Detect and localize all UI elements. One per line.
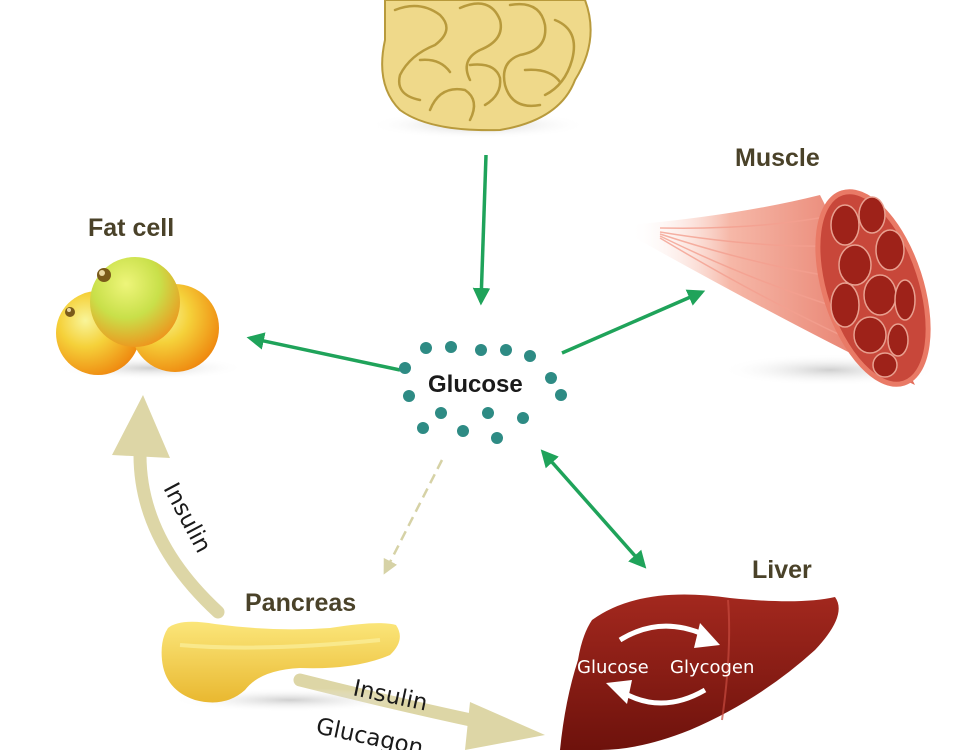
glucose-label: Glucose	[428, 371, 523, 398]
small-intestine-icon	[368, 0, 592, 139]
fat-cell-label: Fat cell	[88, 214, 174, 242]
pancreas-label: Pancreas	[245, 589, 356, 617]
liver-glycogen-label: Glycogen	[670, 657, 754, 678]
arrow-intestine-to-glucose	[472, 154, 491, 306]
glucose-dots	[399, 341, 567, 444]
arrow-glucose-liver-bidirectional	[540, 449, 647, 569]
glucose-glycogen-cycle-arrows	[618, 623, 707, 706]
pancreas-icon	[161, 621, 410, 712]
muscle-icon	[630, 189, 940, 387]
arrow-glucose-to-fat-cell	[246, 332, 401, 372]
liver-glucose-label: Glucose	[577, 657, 649, 678]
arrow-glucose-to-muscle	[561, 289, 706, 355]
muscle-label: Muscle	[735, 144, 820, 172]
insulin-label-bottom: Insulin	[351, 675, 430, 716]
insulin-arrow-to-fat-cell	[112, 395, 225, 619]
fat-cell-icon	[55, 257, 245, 380]
cycle-arrowheads	[606, 623, 720, 704]
glucagon-label-bottom: Glucagon	[314, 713, 426, 750]
liver-label: Liver	[752, 556, 812, 584]
arrow-glucose-to-pancreas-dashed	[383, 459, 444, 575]
